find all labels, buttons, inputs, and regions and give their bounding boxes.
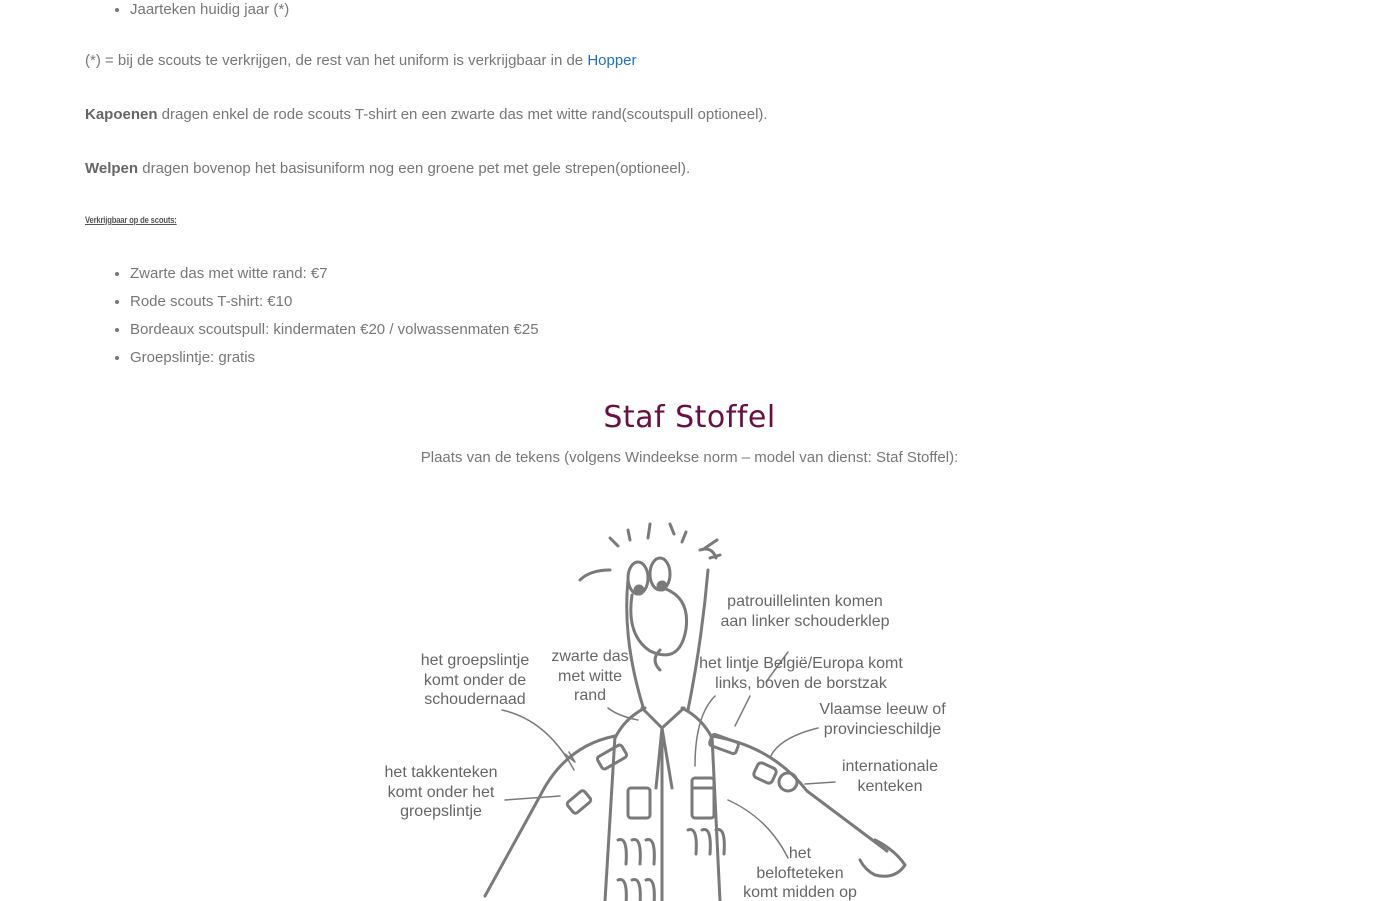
section-title: Staf Stoffel	[603, 400, 776, 435]
welpen-label: Welpen	[85, 160, 139, 177]
section-subtitle: Plaats van de tekens (volgens Windeekse …	[420, 449, 959, 466]
label-takkenteken: het takkenteken komt onder het groepslin…	[384, 764, 498, 820]
kapoenen-paragraph: Kapoenen dragen enkel de rode scouts T-s…	[85, 104, 768, 126]
list-item: Rode scouts T-shirt: €10	[130, 292, 539, 312]
top-list: Jaarteken huidig jaar (*)	[85, 0, 289, 20]
verkrijgbaar-heading: Verkrijgbaar op de scouts:	[85, 215, 177, 225]
label-patrouillelinten: patrouillelinten komen aan linker schoud…	[720, 593, 890, 630]
kapoenen-text: dragen enkel de rode scouts T-shirt en e…	[157, 106, 768, 123]
label-groepslintje: het groepslintje komt onder de schoudern…	[420, 652, 530, 708]
uniform-illustration: patrouillelinten komen aan linker schoud…	[370, 510, 970, 901]
list-item: Zwarte das met witte rand: €7	[130, 264, 539, 284]
list-item: Groepslintje: gratis	[130, 348, 539, 368]
label-zwarte-das: zwarte das met witte rand	[551, 648, 629, 704]
kapoenen-label: Kapoenen	[85, 106, 158, 123]
label-belofteteken: het belofteteken komt midden op	[743, 845, 857, 901]
welpen-paragraph: Welpen dragen bovenop het basisuniform n…	[85, 158, 690, 180]
scout-drawing	[483, 522, 907, 901]
label-internationale: internationale kenteken	[841, 758, 939, 795]
list-item: Jaarteken huidig jaar (*)	[130, 0, 289, 20]
label-lintje-belgie: het lintje België/Europa komt links, bov…	[699, 655, 903, 692]
hopper-link[interactable]: Hopper	[587, 52, 637, 69]
price-list: Zwarte das met witte rand: €7 Rode scout…	[85, 264, 539, 376]
label-vlaamse-leeuw: Vlaamse leeuw of provincieschildje	[819, 701, 946, 738]
list-item: Bordeaux scoutspull: kindermaten €20 / v…	[130, 320, 539, 340]
note-text: (*) = bij de scouts te verkrijgen, de re…	[85, 52, 588, 69]
note-paragraph: (*) = bij de scouts te verkrijgen, de re…	[85, 50, 637, 72]
welpen-text: dragen bovenop het basisuniform nog een …	[138, 160, 691, 177]
